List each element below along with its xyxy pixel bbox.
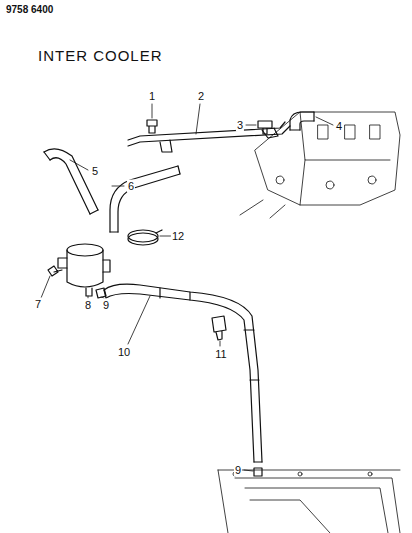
hose bbox=[44, 149, 98, 214]
callout-number: 11 bbox=[214, 348, 227, 361]
engine-head bbox=[240, 112, 400, 218]
callout-number: 8 bbox=[84, 299, 92, 312]
leader-lines bbox=[41, 104, 333, 471]
oil-return-hose bbox=[104, 284, 262, 462]
hose-clamp bbox=[128, 230, 162, 245]
callout-number: 7 bbox=[34, 298, 42, 311]
bolt bbox=[258, 121, 272, 134]
callout-number: 9 bbox=[234, 464, 242, 477]
diagram-title: INTER COOLER bbox=[38, 48, 163, 63]
callout-number: 6 bbox=[127, 180, 135, 193]
fitting bbox=[86, 288, 106, 298]
callout-number: 9 bbox=[102, 299, 110, 312]
callout-number: 2 bbox=[197, 90, 205, 103]
callout-number: 12 bbox=[171, 230, 185, 243]
screw bbox=[48, 266, 62, 276]
filter-canister bbox=[58, 244, 110, 287]
fitting bbox=[254, 468, 262, 476]
callout-number: 10 bbox=[117, 346, 131, 359]
callout-number: 3 bbox=[236, 119, 244, 132]
oil-pipe bbox=[128, 122, 290, 152]
elbow-hose bbox=[290, 112, 314, 130]
oil-pipe bbox=[110, 166, 180, 232]
oil-pan bbox=[218, 470, 400, 533]
callout-number: 1 bbox=[148, 90, 156, 103]
callout-number: 5 bbox=[91, 165, 99, 178]
bolt bbox=[147, 120, 157, 133]
part-number: 9758 6400 bbox=[6, 5, 53, 15]
callout-number: 4 bbox=[335, 120, 343, 133]
oil-sensor bbox=[212, 316, 226, 340]
